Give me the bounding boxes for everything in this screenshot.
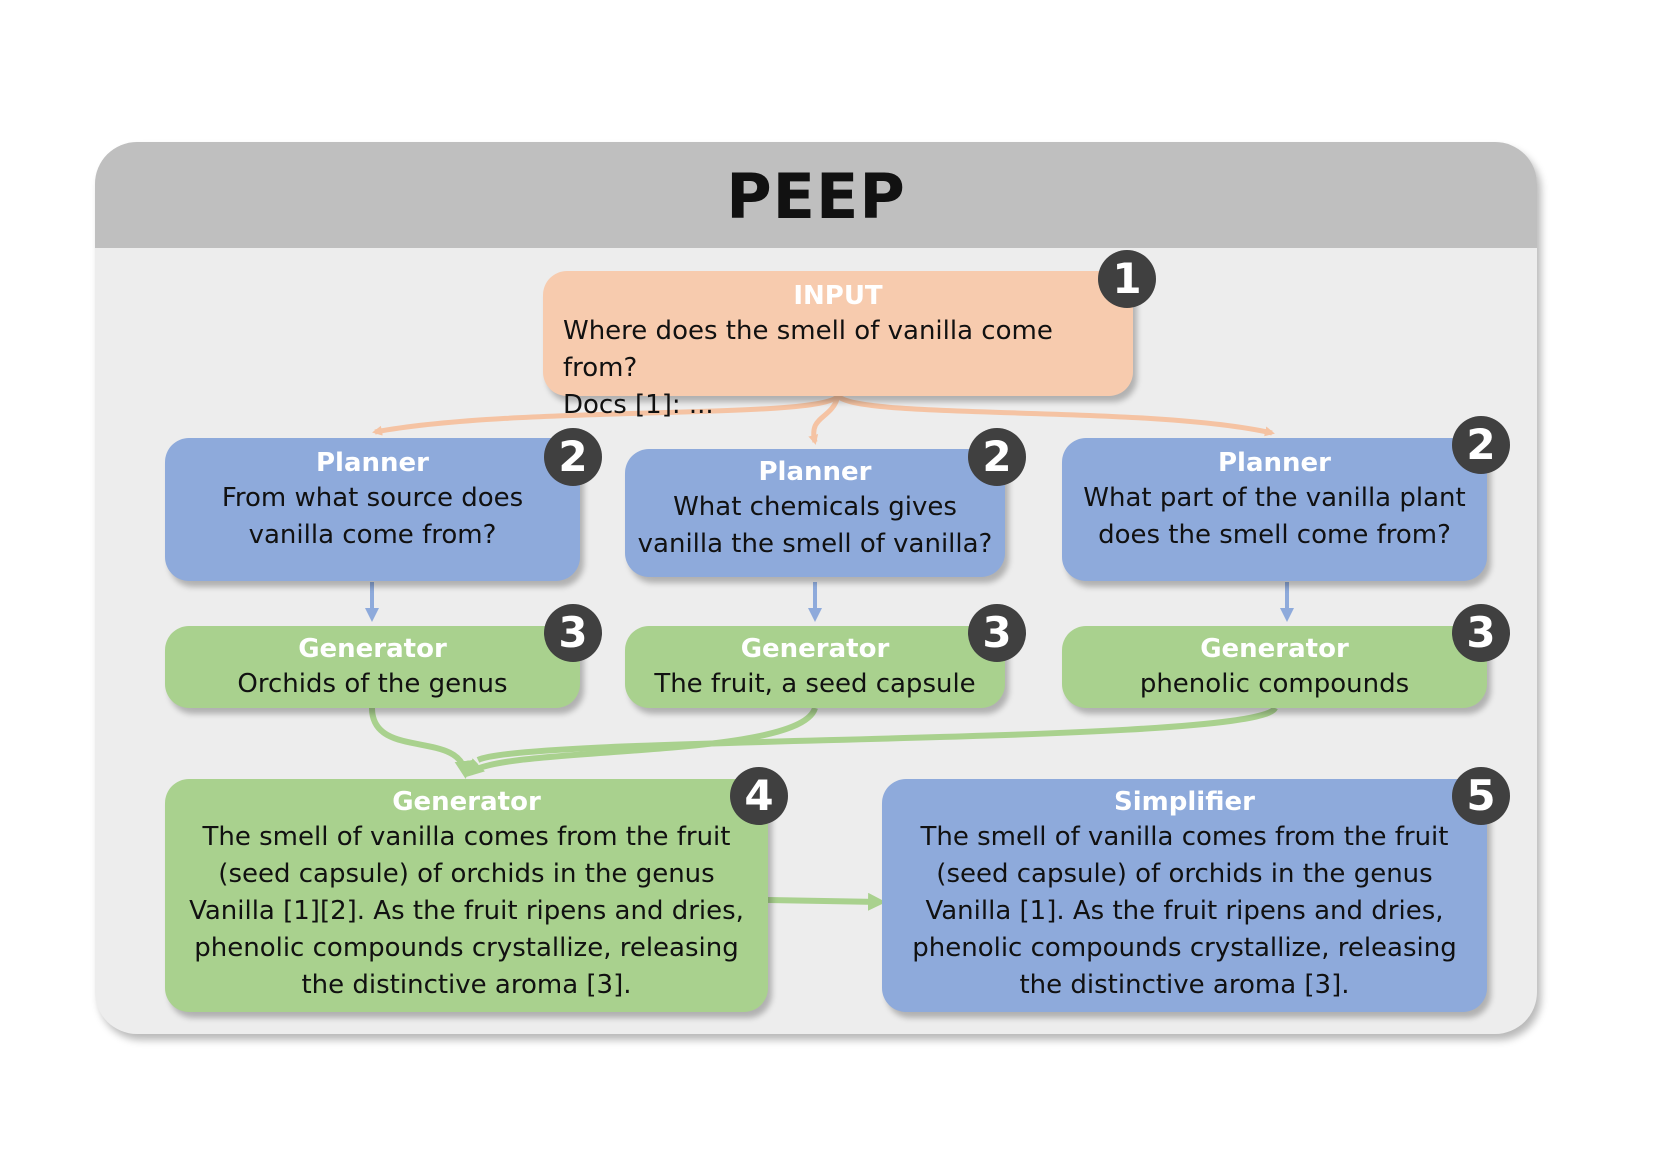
arrow-input-to-planner-3 — [836, 393, 1275, 437]
final-generator-label: Generator — [392, 787, 541, 817]
generator-box-2: Generator The fruit, a seed capsule — [625, 626, 1005, 708]
generator-label-2: Generator — [740, 634, 890, 664]
arrow-generator-1-to-final — [369, 707, 473, 779]
planner-label-2: Planner — [758, 457, 872, 487]
planner-text-3: What part of the vanilla plant does the … — [1083, 483, 1466, 550]
simplifier-text: The smell of vanilla comes from the frui… — [912, 822, 1457, 1000]
planner-box-1: Planner From what source does vanilla co… — [165, 438, 580, 581]
planner-box-3: Planner What part of the vanilla plant d… — [1062, 438, 1487, 581]
arrow-input-to-planner-1 — [372, 394, 840, 436]
planner-text-1: From what source does vanilla come from? — [221, 483, 524, 550]
generator-text-3: phenolic compounds — [1139, 669, 1410, 699]
step-3-badge-3: 3 — [1452, 604, 1510, 662]
planner-label-3: Planner — [1218, 448, 1331, 478]
arrow-final-to-simplifier — [767, 892, 886, 911]
final-generator-box: Generator The smell of vanilla comes fro… — [165, 779, 768, 1012]
step-1-badge: 1 — [1098, 250, 1156, 308]
generator-box-3: Generator phenolic compounds — [1062, 626, 1487, 708]
generator-label-1: Generator — [298, 634, 447, 664]
arrow-input-to-planner-2 — [808, 395, 841, 445]
input-box: INPUT Where does the smell of vanilla co… — [543, 271, 1133, 420]
step-3-badge-1: 3 — [544, 604, 602, 662]
generator-box-1: Generator Orchids of the genus — [165, 626, 580, 708]
arrow-generator-2-to-final — [465, 706, 818, 778]
planner-box-2: Planner What chemicals gives vanilla the… — [625, 449, 1005, 577]
simplifier-label: Simplifier — [1114, 787, 1255, 817]
planner-text-2: What chemicals gives vanilla the smell o… — [637, 492, 993, 559]
planner-label-1: Planner — [316, 448, 429, 478]
final-generator-text: The smell of vanilla comes from the frui… — [189, 822, 744, 1000]
step-4-badge: 4 — [730, 767, 788, 825]
step-3-badge-2: 3 — [968, 604, 1026, 662]
input-label: INPUT — [793, 281, 883, 311]
panel-header — [95, 142, 1537, 248]
generator-text-1: Orchids of the genus — [237, 669, 508, 699]
input-text: Where does the smell of vanilla come fro… — [563, 316, 1053, 420]
step-2-badge-1: 2 — [544, 428, 602, 486]
generator-text-2: The fruit, a seed capsule — [654, 669, 976, 699]
step-5-badge: 5 — [1452, 767, 1510, 825]
step-2-badge-3: 2 — [1452, 416, 1510, 474]
simplifier-box: Simplifier The smell of vanilla comes fr… — [882, 779, 1487, 1012]
generator-label-3: Generator — [1200, 634, 1349, 664]
step-2-badge-2: 2 — [968, 428, 1026, 486]
panel-title: PEEP — [726, 160, 906, 233]
arrow-generator-3-to-final — [476, 705, 1278, 763]
